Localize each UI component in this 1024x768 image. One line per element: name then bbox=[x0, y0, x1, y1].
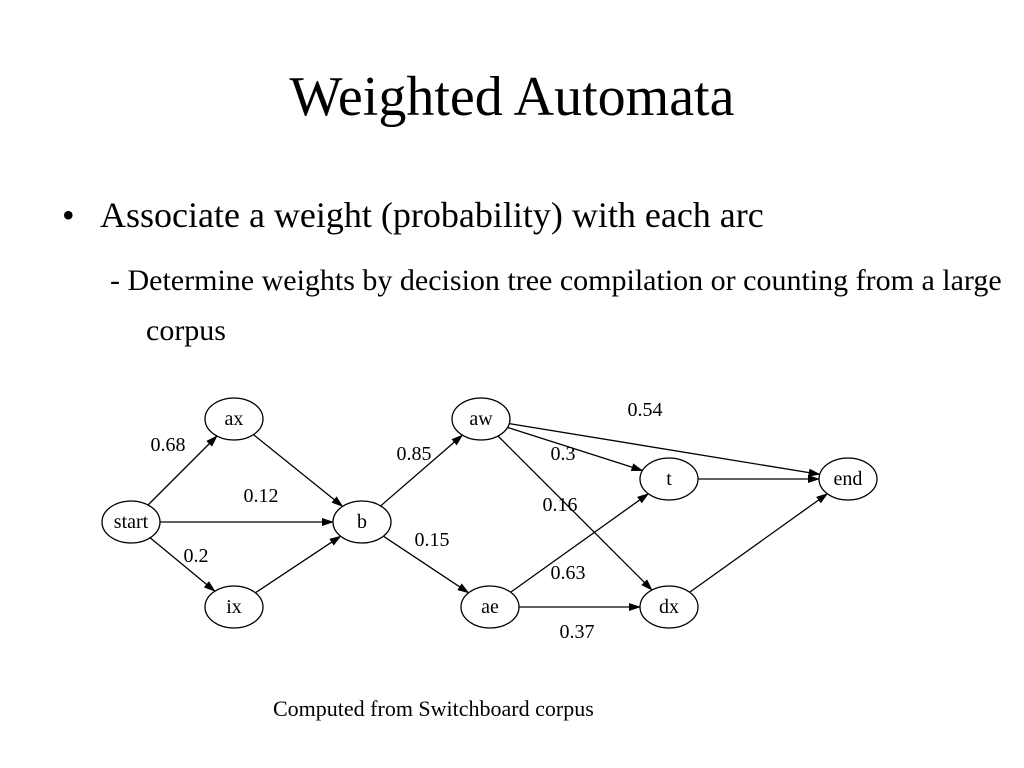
arc-weight-label: 0.15 bbox=[415, 529, 450, 551]
state-node-label: ix bbox=[226, 596, 242, 618]
arc-weight-label: 0.63 bbox=[551, 562, 586, 584]
state-node-label: aw bbox=[469, 408, 493, 430]
sub-point-text: - Determine weights by decision tree com… bbox=[110, 264, 1002, 347]
arc-b-to-aw bbox=[380, 434, 464, 507]
state-node-label: t bbox=[666, 468, 672, 490]
arc-start-to-ix bbox=[149, 537, 216, 592]
state-node-shape bbox=[639, 457, 699, 501]
arc-line bbox=[497, 435, 653, 591]
arc-line bbox=[255, 535, 342, 594]
state-node-shape bbox=[204, 397, 264, 441]
arc-ax-to-b bbox=[252, 434, 344, 508]
state-node-ae: ae bbox=[460, 585, 520, 629]
arc-line bbox=[689, 493, 829, 593]
arc-weight-label: 0.12 bbox=[244, 485, 279, 507]
state-node-ix: ix bbox=[204, 585, 264, 629]
arc-line bbox=[510, 493, 650, 593]
arc-weight-label: 0.37 bbox=[560, 621, 595, 643]
arc-weight-label: 0.16 bbox=[543, 494, 578, 516]
state-node-dx: dx bbox=[639, 585, 699, 629]
state-node-aw: aw bbox=[451, 397, 511, 441]
arc-weight-label: 0.85 bbox=[397, 443, 432, 465]
state-node-shape bbox=[460, 585, 520, 629]
arc-line bbox=[252, 434, 344, 508]
state-node-shape bbox=[101, 500, 161, 544]
arc-ae-to-t bbox=[510, 493, 650, 593]
arc-b-to-ae bbox=[383, 535, 470, 594]
arc-line bbox=[147, 435, 218, 506]
state-node-label: b bbox=[357, 511, 367, 533]
state-node-t: t bbox=[639, 457, 699, 501]
bullet-point: • Associate a weight (probability) with e… bbox=[62, 192, 764, 238]
arc-aw-to-t bbox=[507, 426, 644, 472]
arc-line bbox=[380, 434, 464, 507]
arc-dx-to-end bbox=[689, 493, 829, 593]
arc-start-to-ax bbox=[147, 435, 218, 506]
state-node-shape bbox=[818, 457, 878, 501]
bullet-text: Associate a weight (probability) with ea… bbox=[100, 195, 764, 235]
state-node-end: end bbox=[818, 457, 878, 501]
state-node-label: dx bbox=[659, 596, 679, 618]
state-node-label: ax bbox=[225, 408, 244, 430]
state-node-shape bbox=[639, 585, 699, 629]
state-node-shape bbox=[332, 500, 392, 544]
state-node-shape bbox=[204, 585, 264, 629]
arc-aw-to-dx bbox=[497, 435, 653, 591]
arc-ix-to-b bbox=[255, 535, 342, 594]
state-node-b: b bbox=[332, 500, 392, 544]
arc-weight-label: 0.2 bbox=[184, 545, 209, 567]
state-node-label: end bbox=[834, 468, 863, 490]
arc-line bbox=[383, 535, 470, 594]
state-node-ax: ax bbox=[204, 397, 264, 441]
slide-title: Weighted Automata bbox=[289, 66, 735, 128]
arc-weight-label: 0.54 bbox=[628, 399, 663, 421]
arc-line bbox=[509, 422, 821, 477]
state-node-label: ae bbox=[481, 596, 499, 618]
arc-weight-label: 0.3 bbox=[551, 443, 576, 465]
state-node-start: start bbox=[101, 500, 161, 544]
arc-weight-label: 0.68 bbox=[151, 434, 186, 456]
arc-line bbox=[507, 426, 644, 472]
arc-line bbox=[149, 537, 216, 592]
bullet-marker: • bbox=[62, 195, 75, 235]
state-node-label: start bbox=[114, 511, 149, 533]
diagram-caption: Computed from Switchboard corpus bbox=[273, 696, 594, 721]
arc-aw-to-end bbox=[509, 422, 821, 477]
state-node-shape bbox=[451, 397, 511, 441]
